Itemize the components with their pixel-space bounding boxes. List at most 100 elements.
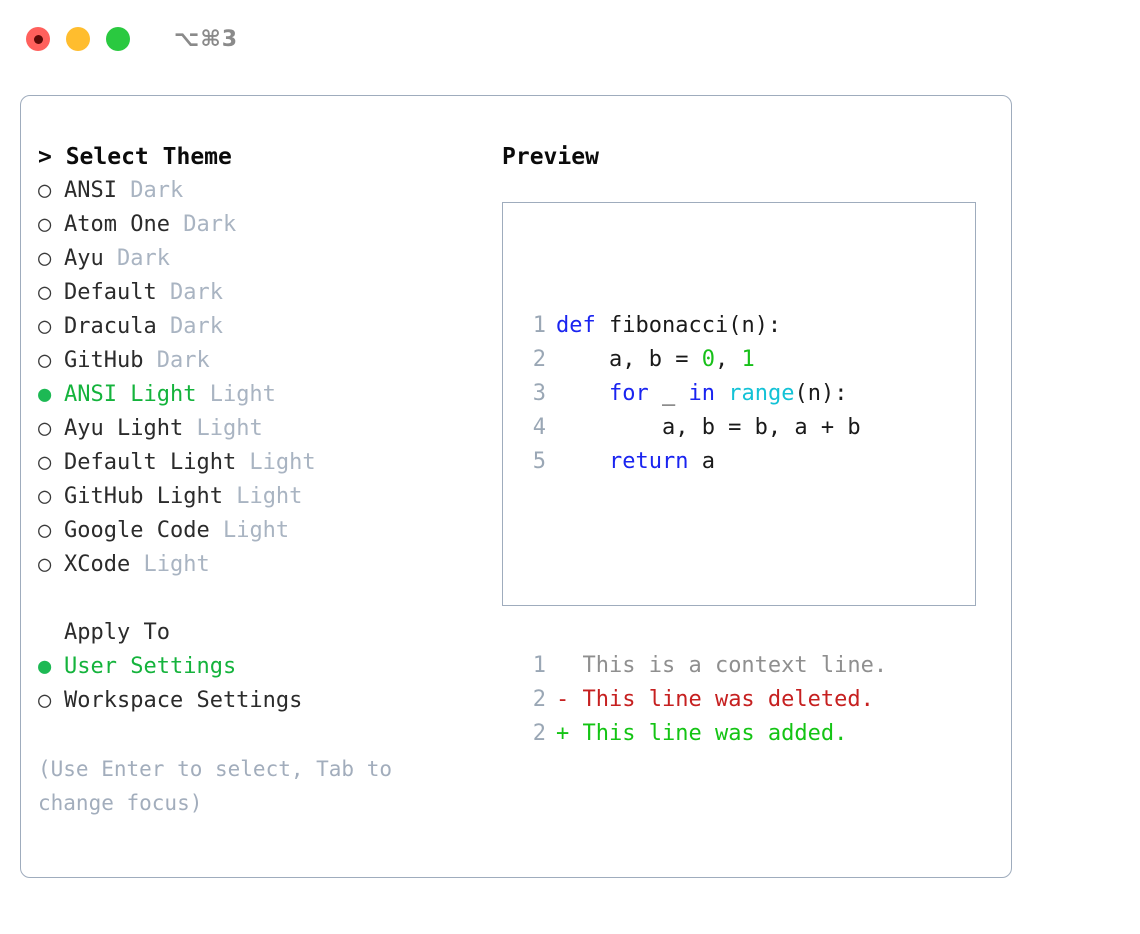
diff-line: 2- This line was deleted. <box>520 683 887 717</box>
code-token: a, b = b, a + b <box>556 415 861 440</box>
radio-selected-icon: ● <box>38 382 52 407</box>
diff-line: 2+ This line was added. <box>520 717 887 751</box>
code-line: 5 return a <box>520 445 887 479</box>
theme-list-item[interactable]: ● ANSI Light Light <box>38 378 488 412</box>
theme-variant: Light <box>209 518 290 543</box>
theme-name: Atom One <box>64 212 170 237</box>
theme-variant: Light <box>236 450 316 475</box>
code-spacer <box>520 547 887 581</box>
theme-variant: Light <box>130 552 210 577</box>
code-line: 4 a, b = b, a + b <box>520 411 887 445</box>
code-token <box>556 449 609 474</box>
theme-variant: Dark <box>169 212 237 237</box>
code-token: , <box>714 347 742 372</box>
theme-list-item[interactable]: ○ GitHub Dark <box>38 344 488 378</box>
diff-marker <box>556 653 569 678</box>
panel-columns: > Select Theme ○ANSI Dark○Atom One Dark○… <box>21 96 1011 877</box>
line-number: 2 <box>532 721 546 746</box>
line-number: 1 <box>532 313 546 338</box>
theme-variant: Dark <box>156 314 223 339</box>
window-controls <box>26 27 130 51</box>
code-line: 2 a, b = 0, 1 <box>520 343 887 377</box>
radio-unselected-icon: ○ <box>38 450 52 475</box>
theme-list-item[interactable]: ○ Ayu Dark <box>38 242 488 276</box>
recording-dot-icon <box>33 34 43 44</box>
theme-list[interactable]: ○ANSI Dark○Atom One Dark○Ayu Dark○Defaul… <box>38 174 488 582</box>
theme-name: Google Code <box>64 518 210 543</box>
theme-selector-column: > Select Theme ○ANSI Dark○Atom One Dark○… <box>38 140 488 820</box>
theme-list-item[interactable]: ○Default Dark <box>38 276 488 310</box>
theme-variant: Light <box>196 382 276 407</box>
theme-name: ANSI Light <box>64 382 197 407</box>
radio-unselected-icon: ○ <box>38 246 52 271</box>
theme-name: GitHub <box>64 348 144 373</box>
code-token <box>556 381 609 406</box>
apply-to-option[interactable]: ● User Settings <box>38 650 488 684</box>
code-token: for <box>608 381 649 406</box>
line-number: 5 <box>532 449 546 474</box>
close-button[interactable] <box>26 27 50 51</box>
diff-text: This line was deleted. <box>569 687 874 712</box>
line-number: 3 <box>532 381 546 406</box>
code-token: 1 <box>741 347 755 372</box>
theme-list-item[interactable]: ○ Atom One Dark <box>38 208 488 242</box>
page-title: > Select Theme <box>38 144 232 170</box>
theme-name: Ayu <box>64 246 104 271</box>
theme-list-item[interactable]: ○GitHub Light Light <box>38 480 488 514</box>
diff-marker: - <box>556 687 570 712</box>
theme-variant: Dark <box>103 246 170 271</box>
code-token <box>715 381 728 406</box>
code-token: return <box>608 449 689 474</box>
theme-list-item[interactable]: ○ANSI Dark <box>38 174 488 208</box>
radio-unselected-icon: ○ <box>38 212 52 237</box>
radio-unselected-icon: ○ <box>38 552 52 577</box>
theme-variant: Light <box>183 416 263 441</box>
apply-to-list[interactable]: ● User Settings ○Workspace Settings <box>38 650 488 718</box>
minimize-button[interactable] <box>66 27 90 51</box>
spacer <box>38 582 488 616</box>
radio-unselected-icon: ○ <box>38 280 52 305</box>
radio-unselected-icon: ○ <box>38 348 52 373</box>
code-token: fibonacci(n): <box>595 313 782 338</box>
theme-list-item[interactable]: ○ Google Code Light <box>38 514 488 548</box>
code-line: 1 def fibonacci(n): <box>520 309 887 343</box>
code-token: _ <box>648 381 689 406</box>
line-number: 2 <box>532 687 546 712</box>
theme-variant: Light <box>222 484 303 509</box>
radio-unselected-icon: ○ <box>38 178 52 203</box>
theme-name: Default <box>64 280 157 305</box>
theme-name: Ayu Light <box>64 416 184 441</box>
radio-unselected-icon: ○ <box>38 688 52 713</box>
code-token: (n): <box>794 381 848 406</box>
apply-to-option-label: User Settings <box>64 654 237 679</box>
code-line: 3 for _ in range(n): <box>520 377 887 411</box>
theme-list-item[interactable]: ○ XCode Light <box>38 548 488 582</box>
radio-unselected-icon: ○ <box>38 314 52 339</box>
theme-name: Default Light <box>64 450 237 475</box>
maximize-button[interactable] <box>106 27 130 51</box>
theme-name: GitHub Light <box>64 484 223 509</box>
radio-unselected-icon: ○ <box>38 416 52 441</box>
code-token: a <box>688 449 715 474</box>
theme-list-item[interactable]: ○ Ayu Light Light <box>38 412 488 446</box>
code-token: def <box>556 313 596 338</box>
theme-list-item[interactable]: ○ Default Light Light <box>38 446 488 480</box>
theme-list-item[interactable]: ○Dracula Dark <box>38 310 488 344</box>
line-number: 4 <box>532 415 546 440</box>
code-token: range <box>728 381 795 406</box>
line-number: 2 <box>532 347 546 372</box>
preview-title: Preview <box>502 144 599 170</box>
radio-unselected-icon: ○ <box>38 518 52 543</box>
theme-variant: Dark <box>143 348 210 373</box>
code-token: 0 <box>701 347 715 372</box>
apply-to-option[interactable]: ○Workspace Settings <box>38 684 488 718</box>
main-panel: > Select Theme ○ANSI Dark○Atom One Dark○… <box>20 95 1012 878</box>
theme-name: XCode <box>64 552 131 577</box>
diff-marker: + <box>556 721 570 746</box>
radio-selected-icon: ● <box>38 654 52 679</box>
